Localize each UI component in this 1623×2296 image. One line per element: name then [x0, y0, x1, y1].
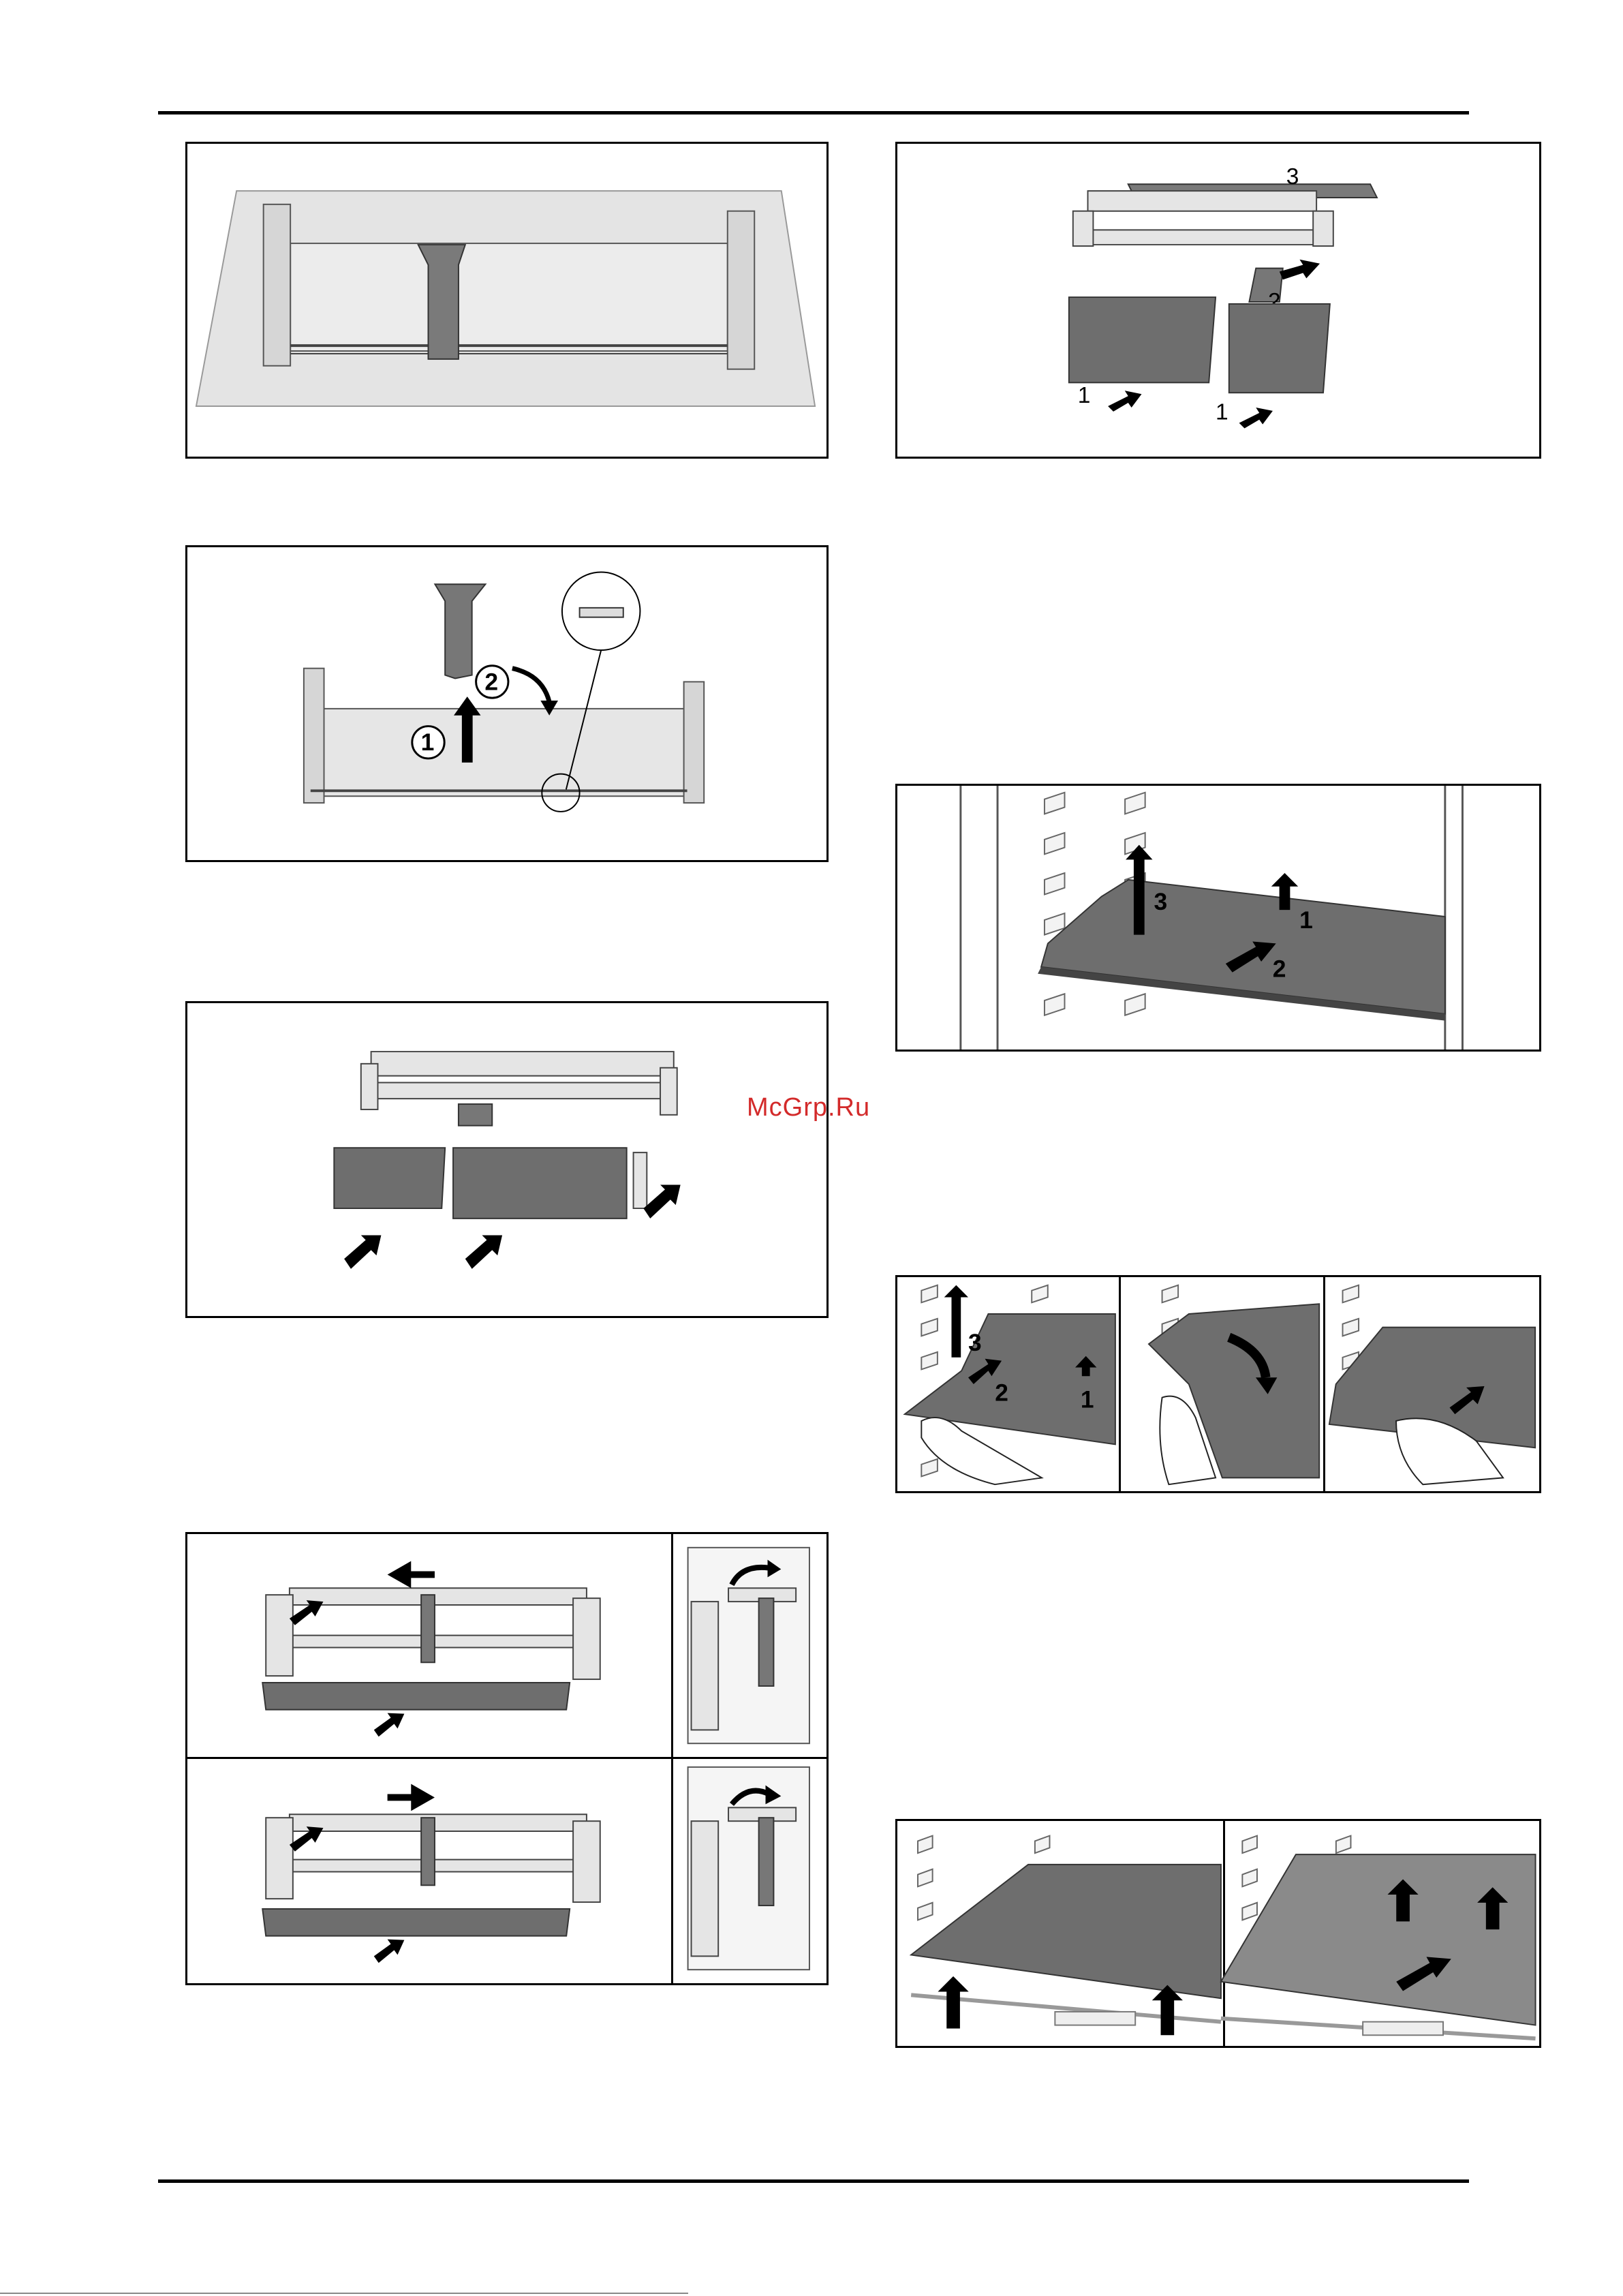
label-hands-up: 1: [1081, 1386, 1094, 1413]
label-drawer-right: 1: [1216, 400, 1228, 425]
figure-drawer-frame: [185, 1001, 829, 1318]
label-hands-pull: 2: [995, 1380, 1008, 1407]
figure-divider-insert: 1 2: [185, 545, 829, 862]
frame-glass-panels-illustration: [187, 1534, 826, 1983]
footer-thin-rule: [0, 2293, 688, 2294]
figure-frame-glass-panels: [185, 1532, 829, 1985]
bottom-shelf-illustration: [897, 1821, 1539, 2046]
figure-glass-shelf-remove: 3 1 2: [895, 784, 1541, 1052]
figure-bottom-shelf: [895, 1819, 1541, 2048]
footer-rule: [158, 2179, 1469, 2183]
label-pull: 2: [1273, 955, 1286, 983]
divider-insert-illustration: 1 2: [187, 547, 826, 860]
figure-drawers-exploded: 3 2 1 1: [895, 142, 1541, 459]
label-top-panel: 3: [1286, 164, 1299, 189]
drawers-illustration: 3 2 1 1: [897, 144, 1539, 457]
hands-shelf-illustration: 3 2 1: [897, 1277, 1539, 1491]
label-hands-lift: 3: [968, 1330, 982, 1356]
label-up: 1: [1299, 906, 1313, 934]
drawer-frame-illustration: [187, 1003, 826, 1316]
glass-shelf-remove-illustration: 3 1 2: [897, 786, 1539, 1050]
label-lift: 3: [1154, 888, 1167, 915]
label-drawer-left: 1: [1078, 383, 1091, 408]
step-1-label: 1: [421, 729, 435, 756]
step-2-label: 2: [484, 668, 498, 695]
header-rule: [158, 111, 1469, 114]
figure-glass-shelf-divider: [185, 142, 829, 459]
glass-shelf-illustration: [187, 144, 826, 457]
watermark: McGrp.Ru: [747, 1093, 870, 1122]
figure-hands-shelf: 3 2 1: [895, 1275, 1541, 1493]
